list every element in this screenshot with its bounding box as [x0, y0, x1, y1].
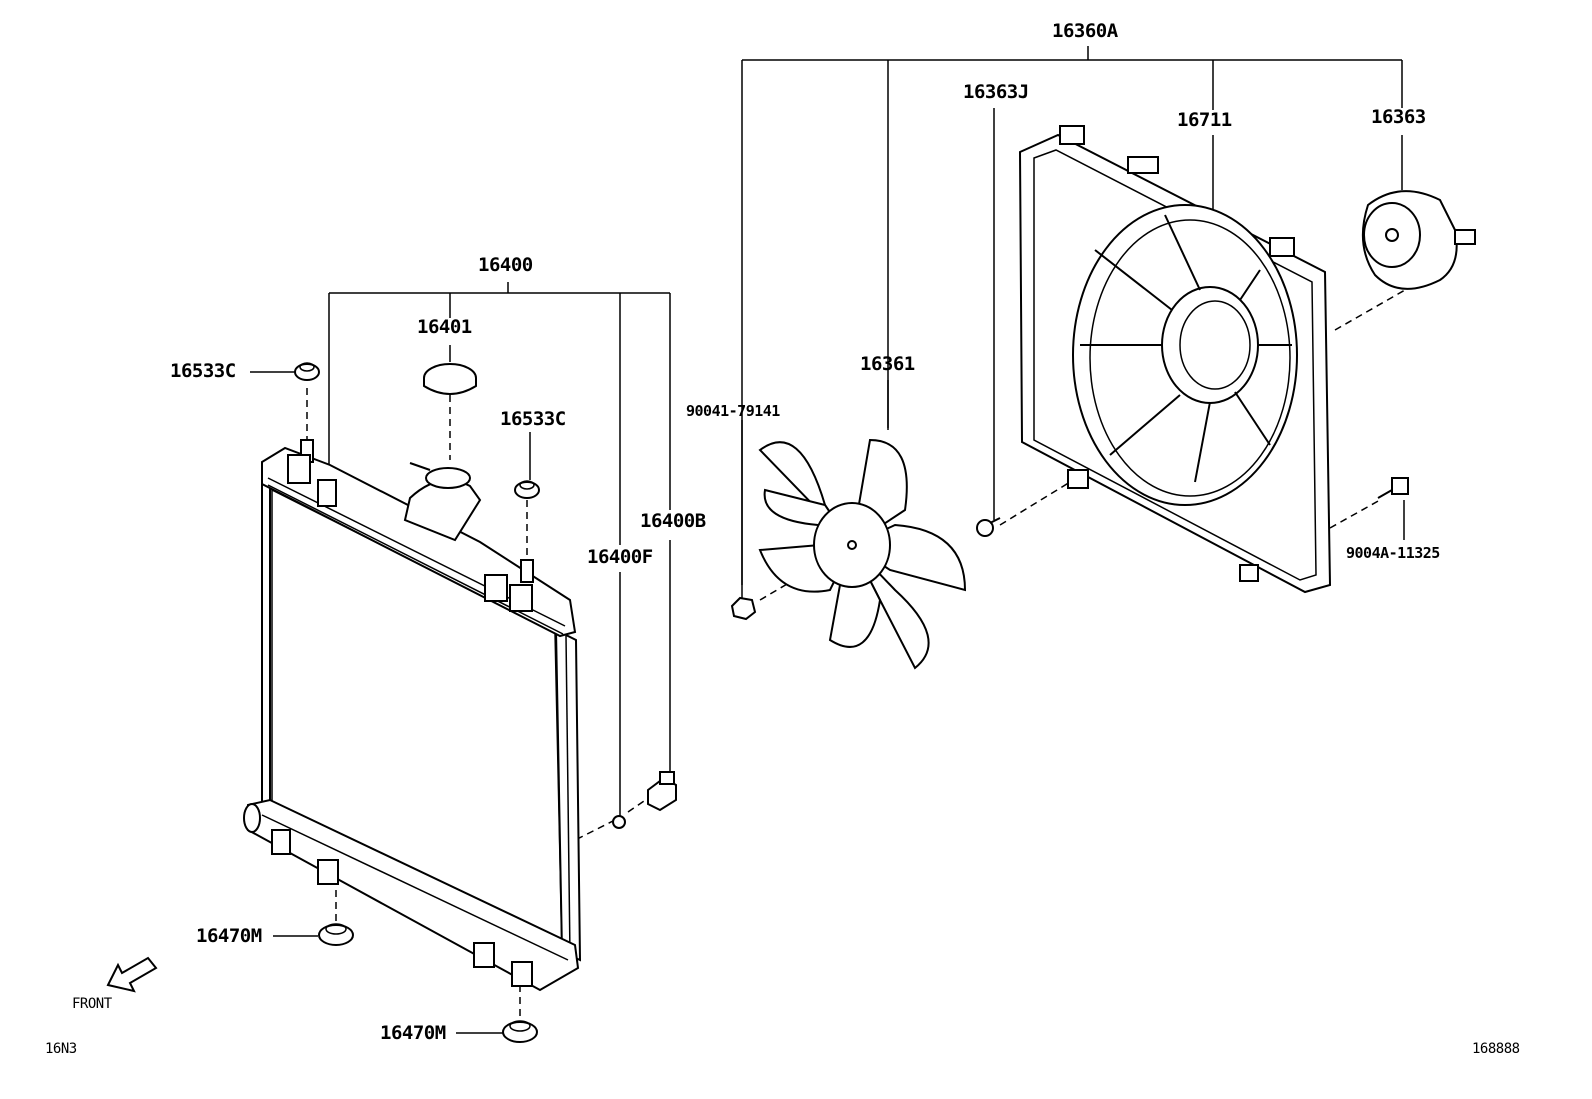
- fan-motor: [1361, 190, 1476, 290]
- label-16470M-upper: 16470M: [196, 925, 262, 947]
- bolt-9004A: [1377, 477, 1409, 499]
- fan-shroud: [1018, 125, 1332, 594]
- label-16401: 16401: [417, 316, 472, 338]
- label-16470M-lower: 16470M: [380, 1022, 446, 1044]
- radiator-cap: [423, 363, 477, 395]
- front-arrow-icon: [106, 956, 158, 993]
- leader-lines: [250, 46, 1405, 1034]
- label-front: FRONT: [72, 996, 112, 1012]
- code-left: 16N3: [45, 1041, 77, 1057]
- label-16400: 16400: [478, 254, 533, 276]
- label-16533C-upper: 16533C: [170, 360, 236, 382]
- label-16533C-lower: 16533C: [500, 408, 566, 430]
- label-16400B: 16400B: [640, 510, 706, 532]
- label-16363J: 16363J: [963, 81, 1029, 103]
- fan-blade: [758, 438, 967, 670]
- cushion-lower: [318, 923, 538, 1043]
- label-9004A-11325: 9004A-11325: [1346, 544, 1440, 562]
- label-16361: 16361: [860, 353, 915, 375]
- label-16400F: 16400F: [587, 546, 653, 568]
- label-16363: 16363: [1371, 106, 1426, 128]
- code-right: 168888: [1472, 1041, 1520, 1057]
- label-16360A: 16360A: [1052, 20, 1118, 42]
- cushion-upper: [294, 362, 540, 499]
- screw-16363J: [976, 517, 1001, 537]
- drain-plug: [612, 771, 677, 829]
- label-90041-79141: 90041-79141: [686, 402, 780, 420]
- nut: [730, 596, 757, 621]
- radiator: [243, 439, 582, 992]
- label-16711: 16711: [1177, 109, 1232, 131]
